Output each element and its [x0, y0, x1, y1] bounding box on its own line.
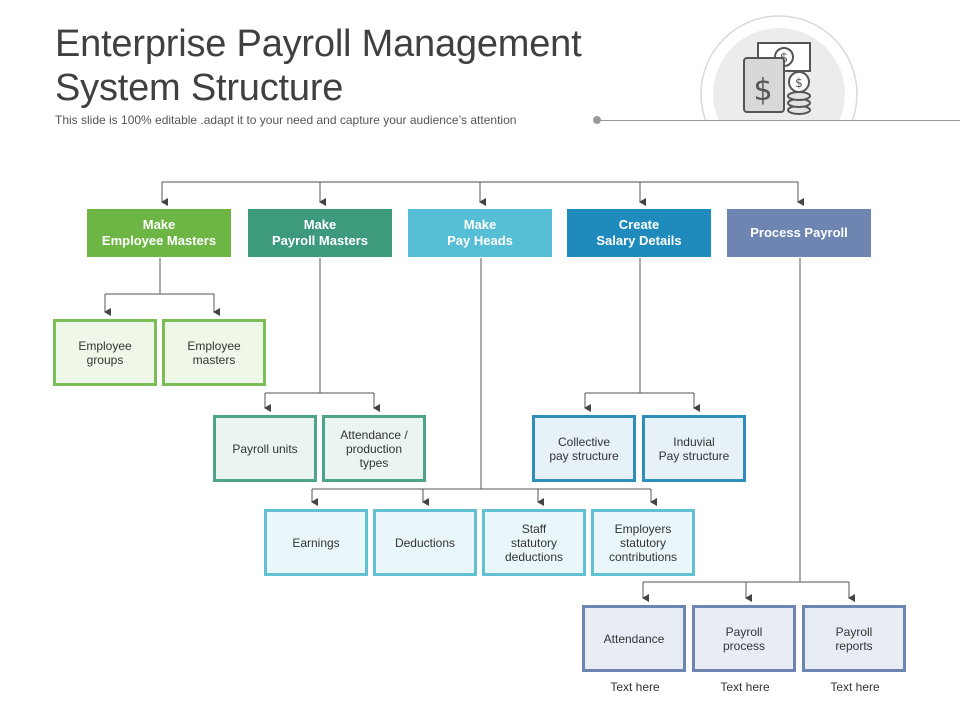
node-employee-masters: Employee masters: [162, 319, 266, 386]
header-line2: Payroll Masters: [271, 233, 369, 248]
page-title: Enterprise Payroll Management System Str…: [55, 23, 582, 109]
header-line1: Create: [618, 217, 660, 232]
header-line2: Employee Masters: [101, 233, 217, 248]
divider-dot: [593, 116, 601, 124]
node-employee-groups: Employee groups: [53, 319, 157, 386]
node-payroll-process: Payroll process: [692, 605, 796, 672]
node-staff-statutory-deductions: Staff statutory deductions: [482, 509, 586, 576]
node-employers-statutory-contributions: Employers statutory contributions: [591, 509, 695, 576]
node-deductions: Deductions: [373, 509, 477, 576]
svg-text:$: $: [753, 73, 772, 108]
node-collective-pay-structure: Collective pay structure: [532, 415, 636, 482]
caption-text: Text here: [610, 680, 660, 694]
money-coins-icon: $ $ $: [700, 14, 858, 120]
node-induvial-pay-structure: Induvial Pay structure: [642, 415, 746, 482]
header-line1: Process Payroll: [750, 225, 848, 240]
divider-line: [597, 120, 960, 121]
header-box-salary-details: Create Salary Details: [567, 209, 711, 257]
header-line1: Make: [463, 217, 497, 232]
header-line2: Salary Details: [596, 233, 682, 248]
header-line1: Make: [142, 217, 176, 232]
header-line2: Pay Heads: [447, 233, 513, 248]
node-attendance-production-types: Attendance / production types: [322, 415, 426, 482]
header-box-process-payroll: Process Payroll: [727, 209, 871, 257]
svg-text:$: $: [795, 76, 803, 90]
caption-text: Text here: [720, 680, 770, 694]
header-line1: Make: [303, 217, 337, 232]
header-box-pay-heads: Make Pay Heads: [408, 209, 552, 257]
caption-text: Text here: [830, 680, 880, 694]
page-subtitle: This slide is 100% editable .adapt it to…: [55, 113, 517, 127]
node-payroll-reports: Payroll reports: [802, 605, 906, 672]
header-box-payroll-masters: Make Payroll Masters: [248, 209, 392, 257]
node-payroll-units: Payroll units: [213, 415, 317, 482]
node-attendance: Attendance: [582, 605, 686, 672]
header-box-employee-masters: Make Employee Masters: [87, 209, 231, 257]
node-earnings: Earnings: [264, 509, 368, 576]
